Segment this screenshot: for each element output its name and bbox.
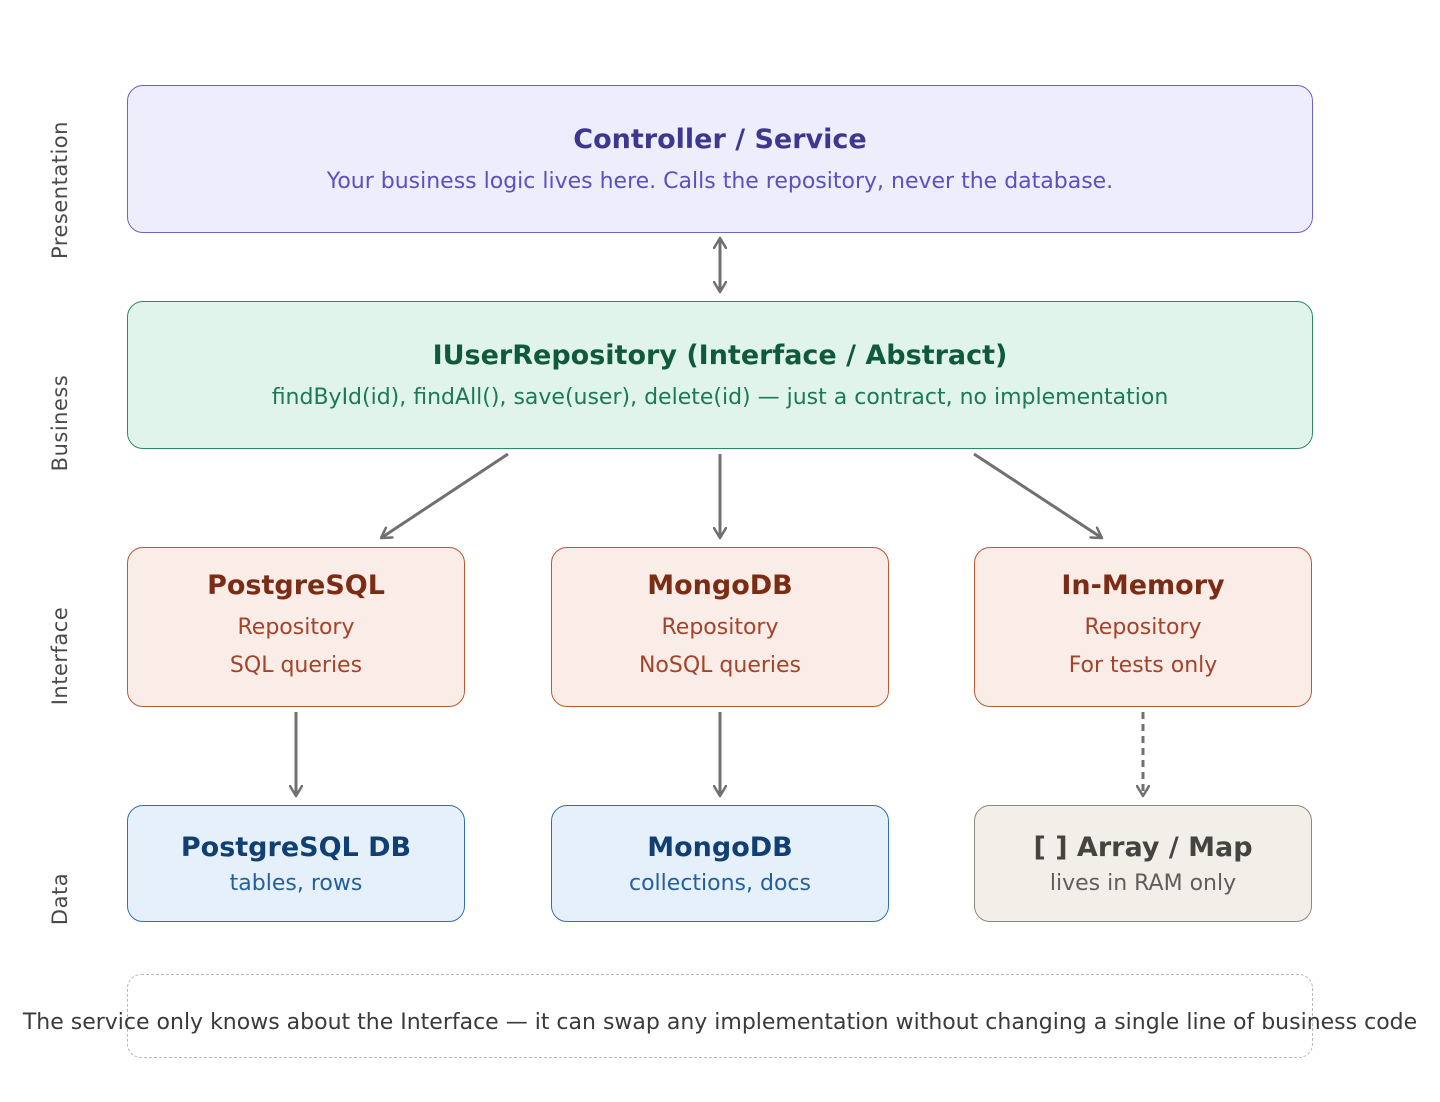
impl-line1: Repository — [237, 614, 355, 640]
impl-line2: For tests only — [1068, 652, 1218, 678]
mongo-db-box: MongoDB collections, docs — [551, 805, 889, 922]
postgres-db-box: PostgreSQL DB tables, rows — [127, 805, 465, 922]
store-title: MongoDB — [647, 831, 793, 863]
store-subtitle: lives in RAM only — [1049, 870, 1237, 896]
impl-title: PostgreSQL — [207, 569, 385, 601]
postgres-repository-box: PostgreSQL Repository SQL queries — [127, 547, 465, 707]
interface-to-inmemory-arrow — [973, 452, 1102, 540]
repository-interface-subtitle: findById(id), findAll(), save(user), del… — [271, 385, 1169, 410]
impl-line1: Repository — [661, 614, 779, 640]
controller-service-box: Controller / Service Your business logic… — [127, 85, 1313, 233]
store-subtitle: collections, docs — [629, 870, 811, 896]
footer-note-box — [127, 974, 1313, 1058]
impl-title: MongoDB — [647, 569, 793, 601]
controller-service-title: Controller / Service — [573, 124, 867, 155]
impl-line2: NoSQL queries — [638, 652, 802, 678]
repository-interface-title: IUserRepository (Interface / Abstract) — [432, 340, 1008, 371]
store-title: PostgreSQL DB — [180, 831, 412, 863]
store-subtitle: tables, rows — [229, 870, 363, 896]
impl-line1: Repository — [1084, 614, 1202, 640]
controller-service-subtitle: Your business logic lives here. Calls th… — [326, 169, 1114, 194]
impl-title: In-Memory — [1061, 569, 1225, 601]
footer-note: The service only knows about the Interfa… — [22, 1010, 1418, 1035]
interface-to-postgres-arrow — [381, 452, 509, 540]
repository-interface-box: IUserRepository (Interface / Abstract) f… — [127, 301, 1313, 449]
mongo-repository-box: MongoDB Repository NoSQL queries — [551, 547, 889, 707]
inmemory-repository-box: In-Memory Repository For tests only — [974, 547, 1312, 707]
impl-line2: SQL queries — [229, 652, 363, 678]
array-map-box: [ ] Array / Map lives in RAM only — [974, 805, 1312, 922]
store-title: [ ] Array / Map — [1033, 831, 1253, 863]
